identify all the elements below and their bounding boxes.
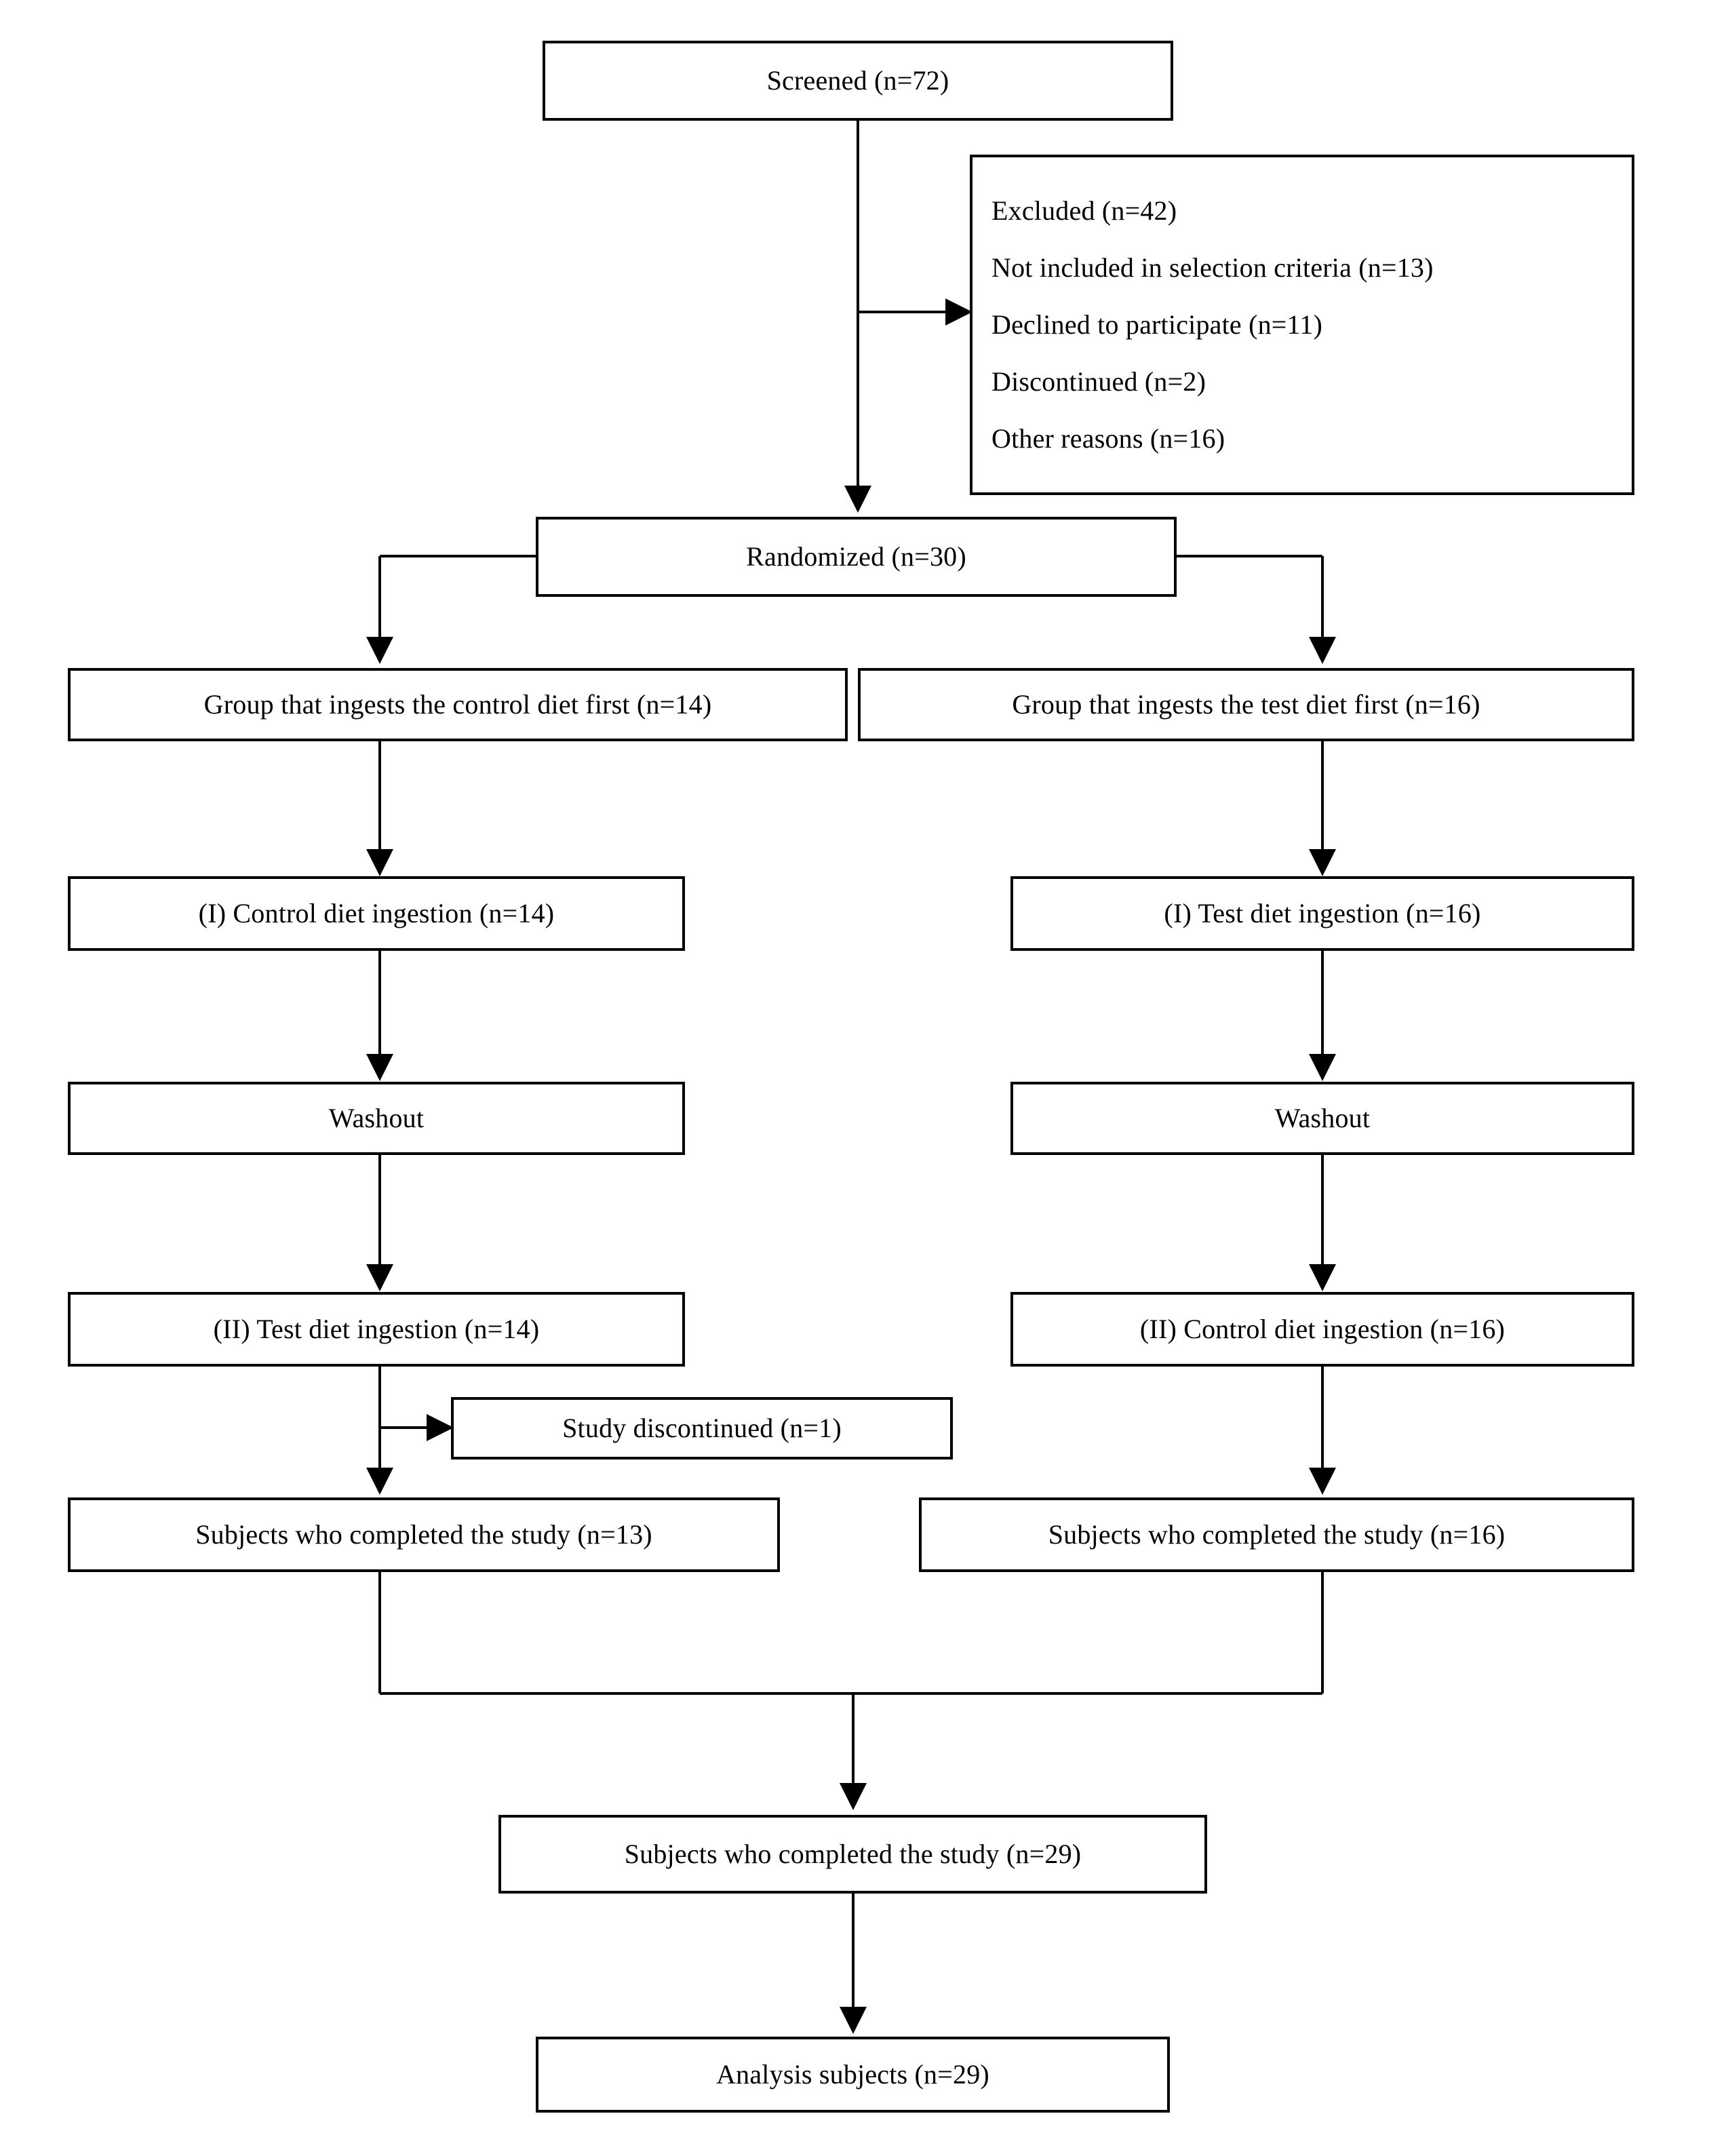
node-screened-label: Screened (n=72) bbox=[766, 65, 949, 96]
node-left-completed-label: Subjects who completed the study (n=13) bbox=[195, 1519, 652, 1550]
excluded-reason-criteria: Not included in selection criteria (n=13… bbox=[991, 252, 1434, 283]
node-total-completed[interactable]: Subjects who completed the study (n=29) bbox=[498, 1815, 1207, 1894]
node-right-period1[interactable]: (I) Test diet ingestion (n=16) bbox=[1010, 876, 1634, 951]
node-group-control-first[interactable]: Group that ingests the control diet firs… bbox=[68, 668, 848, 741]
node-analysis-subjects[interactable]: Analysis subjects (n=29) bbox=[536, 2037, 1170, 2113]
excluded-reason-discontinued: Discontinued (n=2) bbox=[991, 366, 1206, 397]
node-left-period2[interactable]: (II) Test diet ingestion (n=14) bbox=[68, 1292, 685, 1367]
excluded-reason-declined: Declined to participate (n=11) bbox=[991, 309, 1322, 340]
excluded-heading: Excluded (n=42) bbox=[991, 195, 1177, 226]
node-total-completed-label: Subjects who completed the study (n=29) bbox=[624, 1839, 1082, 1869]
node-study-discontinued-label: Study discontinued (n=1) bbox=[562, 1413, 842, 1443]
node-group-test-first[interactable]: Group that ingests the test diet first (… bbox=[858, 668, 1634, 741]
excluded-reason-other: Other reasons (n=16) bbox=[991, 423, 1225, 454]
node-right-period1-label: (I) Test diet ingestion (n=16) bbox=[1164, 898, 1481, 928]
node-randomized[interactable]: Randomized (n=30) bbox=[536, 517, 1177, 597]
node-left-washout-label: Washout bbox=[328, 1103, 425, 1133]
node-right-washout[interactable]: Washout bbox=[1010, 1082, 1634, 1155]
node-group-control-first-label: Group that ingests the control diet firs… bbox=[203, 689, 712, 720]
excluded-reason-list: Excluded (n=42) Not included in selectio… bbox=[991, 193, 1613, 457]
node-analysis-subjects-label: Analysis subjects (n=29) bbox=[716, 2059, 989, 2090]
node-group-test-first-label: Group that ingests the test diet first (… bbox=[1012, 689, 1480, 720]
node-left-washout[interactable]: Washout bbox=[68, 1082, 685, 1155]
node-randomized-label: Randomized (n=30) bbox=[746, 541, 966, 572]
node-study-discontinued[interactable]: Study discontinued (n=1) bbox=[451, 1397, 953, 1459]
node-left-period1-label: (I) Control diet ingestion (n=14) bbox=[198, 898, 555, 928]
node-left-period1[interactable]: (I) Control diet ingestion (n=14) bbox=[68, 876, 685, 951]
node-excluded[interactable]: Excluded (n=42) Not included in selectio… bbox=[970, 155, 1634, 495]
node-screened[interactable]: Screened (n=72) bbox=[543, 41, 1173, 121]
node-right-period2-label: (II) Control diet ingestion (n=16) bbox=[1139, 1314, 1506, 1344]
node-right-completed-label: Subjects who completed the study (n=16) bbox=[1048, 1519, 1506, 1550]
node-left-period2-label: (II) Test diet ingestion (n=14) bbox=[213, 1314, 540, 1344]
node-right-completed[interactable]: Subjects who completed the study (n=16) bbox=[919, 1497, 1634, 1572]
node-right-washout-label: Washout bbox=[1274, 1103, 1371, 1133]
node-right-period2[interactable]: (II) Control diet ingestion (n=16) bbox=[1010, 1292, 1634, 1367]
node-left-completed[interactable]: Subjects who completed the study (n=13) bbox=[68, 1497, 780, 1572]
